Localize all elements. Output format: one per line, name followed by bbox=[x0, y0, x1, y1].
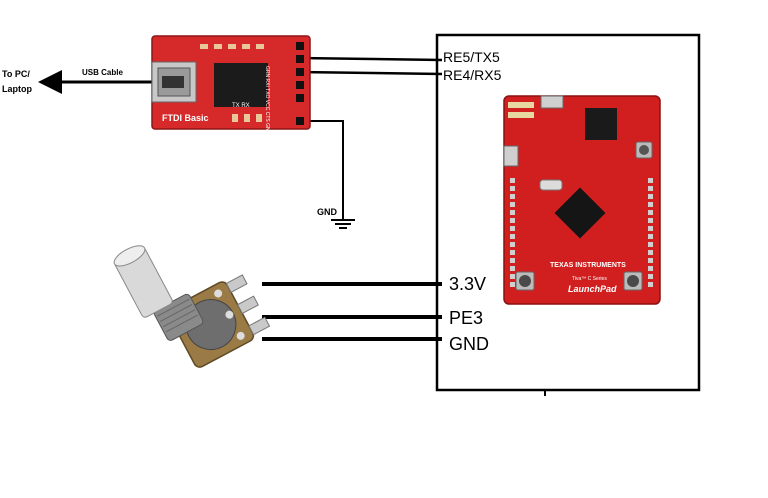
header-pin bbox=[510, 274, 515, 279]
header-pin bbox=[510, 210, 515, 215]
ftdi-header-pins: GRN RXI TXO VCC CTS GND bbox=[264, 66, 270, 135]
header-pin bbox=[648, 250, 653, 255]
ti-brand: TEXAS INSTRUMENTS bbox=[550, 262, 626, 269]
launchpad-board bbox=[503, 95, 661, 305]
launchpad-product: LaunchPad bbox=[568, 284, 617, 294]
pin-label-gnd: GND bbox=[449, 334, 489, 354]
header-pin bbox=[510, 178, 515, 183]
gnd-symbol-label: GND bbox=[317, 207, 337, 217]
ftdi-board bbox=[151, 35, 311, 130]
header-pin bbox=[510, 250, 515, 255]
usb-cable-arrow bbox=[38, 70, 152, 94]
pin-label-3v3: 3.3V bbox=[449, 274, 487, 294]
pc-label-line2: Laptop bbox=[2, 84, 32, 94]
header-pin bbox=[510, 242, 515, 247]
header-pin bbox=[510, 194, 515, 199]
potentiometer bbox=[113, 245, 271, 368]
header-pin bbox=[510, 258, 515, 263]
uart-wires bbox=[296, 56, 443, 76]
header-pin bbox=[648, 218, 653, 223]
header-pin bbox=[648, 274, 653, 279]
launchpad-box bbox=[435, 33, 701, 392]
header-pin bbox=[648, 242, 653, 247]
header-pin bbox=[648, 234, 653, 239]
pin-label-re4-rx5: RE4/RX5 bbox=[443, 67, 502, 83]
usb-cable-label: USB Cable bbox=[82, 68, 123, 77]
header-pin bbox=[510, 226, 515, 231]
tiva-series: Tiva™ C Series bbox=[572, 276, 607, 282]
header-pin bbox=[510, 282, 515, 287]
ground-wire bbox=[300, 120, 355, 229]
header-pin bbox=[510, 234, 515, 239]
pot-wires bbox=[262, 282, 442, 341]
pin-label-re5-tx5: RE5/TX5 bbox=[443, 49, 500, 65]
header-pin bbox=[510, 186, 515, 191]
header-pin bbox=[510, 266, 515, 271]
header-pin bbox=[648, 194, 653, 199]
pc-label-line1: To PC/ bbox=[2, 69, 30, 79]
pin-label-pe3: PE3 bbox=[449, 308, 484, 328]
header-pin bbox=[510, 218, 515, 223]
ftdi-name: FTDI Basic bbox=[162, 113, 209, 123]
header-pin bbox=[648, 186, 653, 191]
header-pin bbox=[648, 258, 653, 263]
header-pin bbox=[648, 178, 653, 183]
header-pin bbox=[648, 266, 653, 271]
header-pin bbox=[510, 202, 515, 207]
header-pin bbox=[648, 202, 653, 207]
header-pin bbox=[648, 226, 653, 231]
header-pin bbox=[648, 282, 653, 287]
ftdi-led-labels: TX RX bbox=[232, 103, 250, 109]
header-pin bbox=[648, 210, 653, 215]
